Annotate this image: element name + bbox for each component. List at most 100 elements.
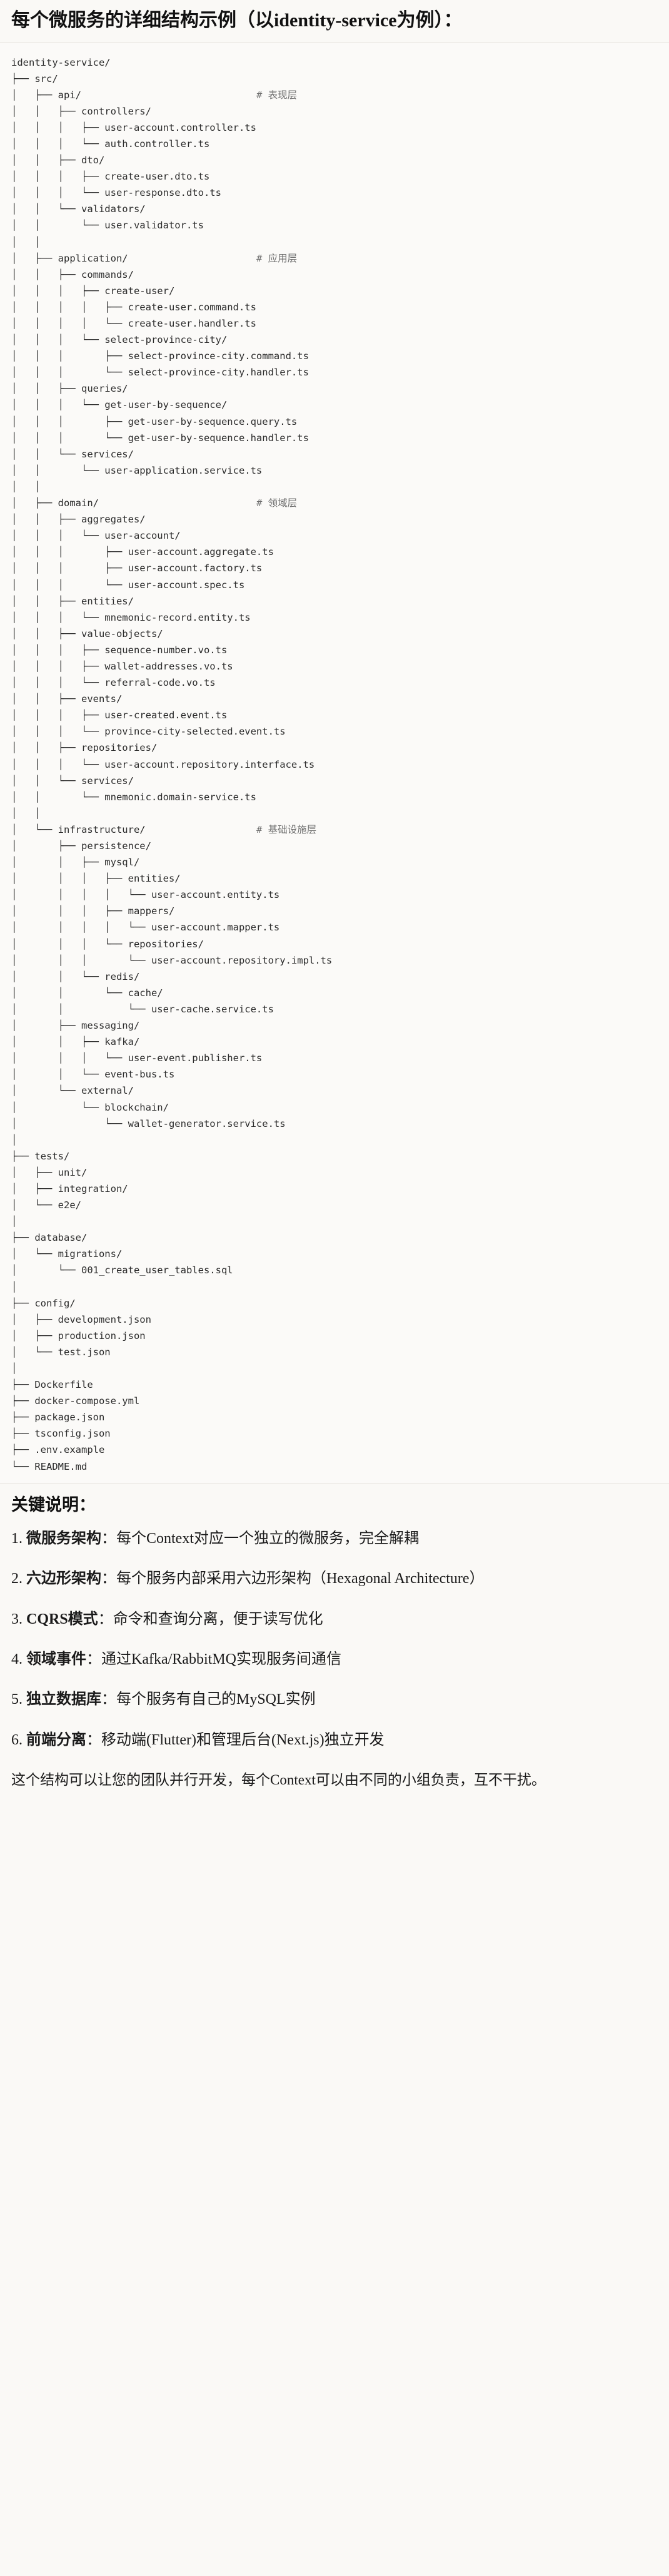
tree-line: │ │ │ │ └── user-account.mapper.ts — [11, 922, 280, 934]
tree-line: │ │ ├── kafka/ — [11, 1036, 140, 1048]
tree-line: │ │ ├── commands/ — [11, 268, 134, 280]
tree-line: │ │ └── services/ — [11, 775, 134, 787]
tree-line: │ │ │ ├── user-account.aggregate.ts — [11, 546, 274, 558]
key-point-description: 每个服务内部采用六边形架构（Hexagonal Architecture） — [116, 1571, 485, 1587]
tree-line: │ │ │ ├── wallet-addresses.vo.ts — [11, 660, 233, 672]
tree-line: │ └── infrastructure/ # 基础设施层 — [11, 823, 317, 835]
tree-line-comment: # 应用层 — [256, 252, 298, 264]
tree-line: ├── src/ — [11, 73, 58, 84]
tree-line: │ │ │ └── referral-code.vo.ts — [11, 677, 216, 689]
tree-line: │ │ ├── dto/ — [11, 155, 105, 166]
tree-line: │ └── migrations/ — [11, 1248, 123, 1260]
tree-line: │ │ — [11, 807, 41, 819]
key-points-list: 微服务架构：每个Context对应一个独立的微服务，完全解耦六边形架构：每个服务… — [11, 1529, 658, 1750]
key-point-term: 独立数据库 — [26, 1691, 101, 1708]
tree-line: ├── package.json — [11, 1412, 105, 1423]
tree-line: │ — [11, 1134, 18, 1146]
tree-line: │ │ │ └── user-event.publisher.ts — [11, 1052, 263, 1064]
tree-line: │ │ ├── aggregates/ — [11, 514, 146, 526]
tree-line: │ │ │ └── select-province-city/ — [11, 334, 228, 346]
tree-line: ├── Dockerfile — [11, 1379, 93, 1391]
tree-line: │ │ │ ├── user-account.factory.ts — [11, 563, 263, 574]
tree-line: │ ├── api/ # 表现层 — [11, 89, 298, 101]
tree-line: │ │ │ ├── create-user.dto.ts — [11, 171, 210, 183]
tree-line: │ │ │ ├── entities/ — [11, 873, 181, 885]
tree-line: │ └── 001_create_user_tables.sql — [11, 1265, 233, 1276]
tree-line: │ — [11, 1281, 18, 1293]
tree-line: ├── tsconfig.json — [11, 1428, 111, 1440]
tree-line: ├── .env.example — [11, 1444, 105, 1456]
tree-line: │ │ ├── events/ — [11, 693, 123, 705]
tree-line: │ └── test.json — [11, 1346, 111, 1358]
tree-line: ├── tests/ — [11, 1150, 70, 1162]
tree-line: │ │ — [11, 236, 41, 248]
key-point-separator: ： — [98, 1611, 113, 1627]
tree-line: │ │ │ ├── get-user-by-sequence.query.ts — [11, 415, 298, 427]
key-point-separator: ： — [86, 1731, 101, 1748]
key-point-description: 移动端(Flutter)和管理后台(Next.js)独立开发 — [101, 1731, 385, 1748]
tree-line: │ │ — [11, 481, 41, 492]
tree-line: │ │ ├── value-objects/ — [11, 628, 163, 639]
tree-line: │ — [11, 1216, 18, 1228]
tree-line: │ └── external/ — [11, 1085, 134, 1097]
page-title: 每个微服务的详细结构示例（以identity-service为例）： — [11, 10, 463, 31]
key-point-term: 前端分离 — [26, 1731, 86, 1748]
document-page: 每个微服务的详细结构示例（以identity-service为例）： ident… — [0, 0, 669, 1810]
directory-tree-block: identity-service/ ├── src/ │ ├── api/ # … — [0, 43, 669, 1484]
tree-line: │ │ │ └── user-account.repository.interf… — [11, 758, 315, 770]
tree-line: │ │ │ └── get-user-by-sequence.handler.t… — [11, 432, 309, 444]
tree-line: │ │ │ ├── create-user/ — [11, 285, 175, 297]
key-point-separator: ： — [101, 1691, 116, 1708]
tree-line: │ │ └── services/ — [11, 448, 134, 460]
tree-line: │ │ │ └── select-province-city.handler.t… — [11, 367, 309, 379]
tree-line: │ │ └── cache/ — [11, 987, 163, 999]
tree-line-comment: # 表现层 — [256, 89, 298, 101]
tree-line: │ │ └── validators/ — [11, 203, 146, 215]
tree-line-comment: # 领域层 — [256, 497, 298, 509]
key-point-separator: ： — [86, 1651, 101, 1667]
tree-line: ├── database/ — [11, 1232, 88, 1244]
key-point-item: 独立数据库：每个服务有自己的MySQL实例 — [11, 1689, 658, 1709]
tree-line: identity-service/ — [11, 56, 111, 68]
tree-line: │ │ └── redis/ — [11, 970, 140, 982]
tree-line: │ │ ├── mysql/ — [11, 857, 140, 868]
key-point-separator: ： — [101, 1530, 116, 1547]
key-point-item: CQRS模式：命令和查询分离，便于读写优化 — [11, 1609, 658, 1629]
key-point-term: 六边形架构 — [26, 1571, 101, 1587]
tree-line: │ │ ├── controllers/ — [11, 105, 151, 117]
tree-line: │ ├── integration/ — [11, 1183, 128, 1194]
key-points-section: 关键说明： 微服务架构：每个Context对应一个独立的微服务，完全解耦六边形架… — [0, 1484, 669, 1811]
key-points-title: 关键说明： — [11, 1495, 96, 1514]
tree-line: │ │ │ │ └── create-user.handler.ts — [11, 318, 256, 329]
key-point-item: 微服务架构：每个Context对应一个独立的微服务，完全解耦 — [11, 1529, 658, 1549]
tree-line: │ │ │ └── user-account.spec.ts — [11, 579, 245, 591]
tree-line-comment: # 基础设施层 — [256, 823, 317, 835]
directory-tree: identity-service/ ├── src/ │ ├── api/ # … — [11, 54, 658, 1475]
tree-line: │ │ │ └── user-account/ — [11, 530, 181, 542]
tree-line: │ │ ├── queries/ — [11, 383, 128, 395]
tree-line: │ ├── persistence/ — [11, 840, 151, 852]
tree-line: │ │ │ ├── mappers/ — [11, 905, 175, 917]
closing-paragraph: 这个结构可以让您的团队并行开发，每个Context可以由不同的小组负责，互不干扰… — [11, 1772, 546, 1788]
key-point-description: 每个Context对应一个独立的微服务，完全解耦 — [116, 1530, 419, 1547]
tree-line: │ — [11, 1363, 18, 1374]
key-point-item: 六边形架构：每个服务内部采用六边形架构（Hexagonal Architectu… — [11, 1569, 658, 1589]
tree-line: │ │ │ └── user-account.repository.impl.t… — [11, 954, 333, 966]
tree-line: │ │ ├── entities/ — [11, 595, 134, 607]
tree-line: │ │ │ ├── user-created.event.ts — [11, 710, 228, 721]
tree-line: │ └── blockchain/ — [11, 1101, 169, 1113]
tree-line: │ │ └── user.validator.ts — [11, 220, 204, 232]
tree-line: │ │ │ └── province-city-selected.event.t… — [11, 726, 286, 738]
tree-line: │ │ │ ├── user-account.controller.ts — [11, 121, 256, 133]
tree-line: │ │ │ └── get-user-by-sequence/ — [11, 399, 228, 411]
key-point-item: 前端分离：移动端(Flutter)和管理后台(Next.js)独立开发 — [11, 1730, 658, 1750]
tree-line: │ ├── unit/ — [11, 1166, 88, 1178]
tree-line: │ │ └── user-cache.service.ts — [11, 1003, 274, 1015]
tree-line: │ │ │ │ └── user-account.entity.ts — [11, 889, 280, 901]
tree-line: │ │ ├── repositories/ — [11, 742, 158, 754]
key-point-description: 每个服务有自己的MySQL实例 — [116, 1691, 316, 1708]
tree-line: │ │ │ └── user-response.dto.ts — [11, 187, 221, 199]
tree-line: │ │ │ │ ├── create-user.command.ts — [11, 301, 256, 313]
tree-line: │ ├── domain/ # 领域层 — [11, 497, 298, 509]
tree-line: │ │ │ └── auth.controller.ts — [11, 138, 210, 150]
